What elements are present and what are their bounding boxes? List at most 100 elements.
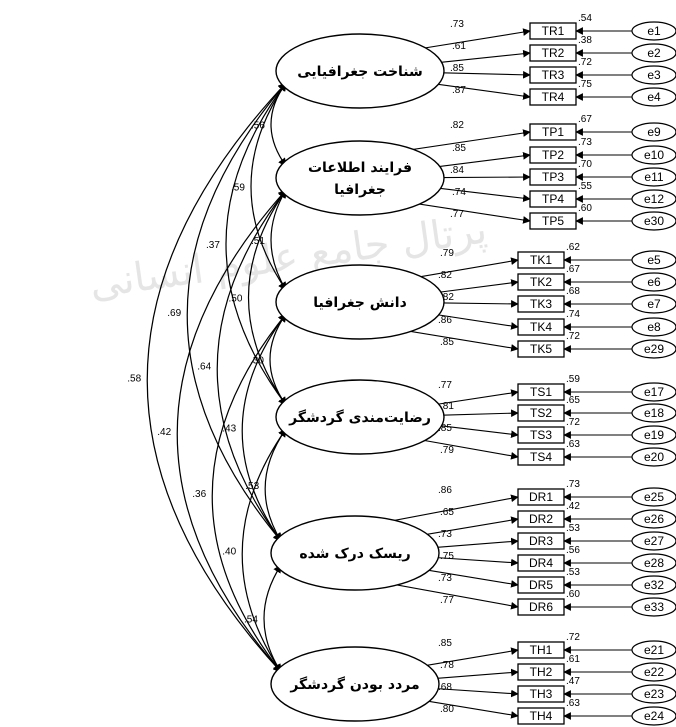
error-label: e1 — [647, 24, 661, 38]
error-ellipse — [631, 65, 676, 85]
loading-label: .82 — [438, 270, 452, 281]
covariance-label: .36 — [192, 489, 206, 500]
covariance-arrow — [250, 82, 287, 291]
loading-label: .82 — [440, 292, 454, 303]
indicator-box — [517, 532, 565, 550]
indicator-label: DR4 — [529, 556, 553, 570]
covariance-arrow — [269, 313, 287, 406]
indicator-box — [517, 426, 565, 444]
indicator-box — [517, 554, 565, 572]
error-label: e4 — [647, 90, 661, 104]
indicator-label: TR1 — [542, 24, 565, 38]
indicator-label: TR3 — [542, 68, 565, 82]
indicator-box — [517, 383, 565, 401]
r2-label: .38 — [578, 35, 592, 46]
latent-ellipse — [275, 140, 445, 216]
indicator-label: TS4 — [530, 450, 552, 464]
error-ellipse — [631, 211, 676, 231]
covariance-label: .54 — [244, 615, 258, 626]
error-label: e27 — [644, 534, 664, 548]
error-label: e21 — [644, 643, 664, 657]
covariance-label: .59 — [231, 183, 245, 194]
indicator-box — [517, 510, 565, 528]
loading-label: .81 — [440, 401, 454, 412]
loading-label: .85 — [440, 337, 454, 348]
error-label: e32 — [644, 578, 664, 592]
r2-label: .73 — [578, 137, 592, 148]
indicator-box — [517, 295, 565, 313]
indicator-label: TS3 — [530, 428, 552, 442]
indicator-label: TK1 — [530, 253, 552, 267]
error-label: e20 — [644, 450, 664, 464]
error-label: e8 — [647, 320, 661, 334]
error-ellipse — [631, 87, 676, 107]
loading-label: .85 — [438, 423, 452, 434]
error-ellipse — [631, 487, 676, 507]
error-ellipse — [631, 706, 676, 726]
indicator-box — [517, 576, 565, 594]
loading-arrow — [427, 312, 519, 330]
error-label: e11 — [644, 170, 663, 184]
error-label: e28 — [644, 556, 664, 570]
loading-arrow — [435, 687, 519, 698]
error-label: e10 — [644, 148, 664, 162]
indicator-label: TK2 — [530, 275, 552, 289]
error-ellipse — [631, 167, 676, 187]
loading-label: .77 — [438, 380, 452, 391]
loading-arrow — [434, 537, 519, 549]
r2-label: .60 — [566, 589, 580, 600]
indicator-label: TS1 — [530, 385, 552, 399]
loading-arrow — [434, 49, 531, 64]
latent-label: جغرافیا — [334, 182, 386, 198]
r2-label: .67 — [566, 264, 580, 275]
error-ellipse — [631, 339, 676, 359]
loading-label: .85 — [452, 143, 466, 154]
covariance-label: .58 — [127, 374, 141, 385]
error-ellipse — [631, 575, 676, 595]
indicator-box — [517, 318, 565, 336]
error-label: e12 — [644, 192, 664, 206]
loading-label: .85 — [438, 638, 452, 649]
covariance-label: .37 — [206, 240, 220, 251]
error-ellipse — [631, 145, 676, 165]
indicator-box — [517, 707, 565, 725]
error-ellipse — [631, 317, 676, 337]
covariance-label: .53 — [245, 481, 259, 492]
error-ellipse — [631, 403, 676, 423]
indicator-box — [529, 168, 577, 186]
indicator-label: DR5 — [529, 578, 553, 592]
indicator-box — [517, 641, 565, 659]
indicator-box — [529, 190, 577, 208]
error-label: e5 — [647, 253, 661, 267]
r2-label: .72 — [566, 417, 580, 428]
indicator-box — [529, 146, 577, 164]
latent-ellipse — [275, 379, 445, 455]
error-ellipse — [631, 122, 676, 142]
error-ellipse — [631, 597, 676, 617]
r2-label: .68 — [566, 286, 580, 297]
loading-arrow — [434, 424, 519, 439]
error-label: e18 — [644, 406, 664, 420]
indicator-label: TP4 — [542, 192, 564, 206]
latent-ellipse — [275, 264, 445, 340]
loading-label: .82 — [450, 120, 464, 131]
loading-label: .73 — [450, 19, 464, 30]
loading-label: .86 — [438, 315, 452, 326]
covariance-label: .30 — [250, 356, 264, 367]
covariance-layer: .56.59.37.69.58.51.50.64.42.30.43.36.53.… — [127, 82, 287, 673]
covariance-arrow — [176, 189, 287, 673]
r2-label: .60 — [578, 203, 592, 214]
covariance-arrow — [247, 189, 287, 406]
error-ellipse — [631, 189, 676, 209]
loading-label: .78 — [440, 660, 454, 671]
loading-label: .77 — [450, 209, 464, 220]
r2-label: .55 — [578, 181, 592, 192]
indicator-label: TP2 — [542, 148, 564, 162]
loading-label: .65 — [440, 507, 454, 518]
indicator-box — [517, 251, 565, 269]
loading-label: .68 — [438, 682, 452, 693]
error-ellipse — [631, 272, 676, 292]
r2-label: .53 — [566, 567, 580, 578]
latent-ellipse — [270, 646, 440, 722]
indicator-label: TK4 — [530, 320, 552, 334]
